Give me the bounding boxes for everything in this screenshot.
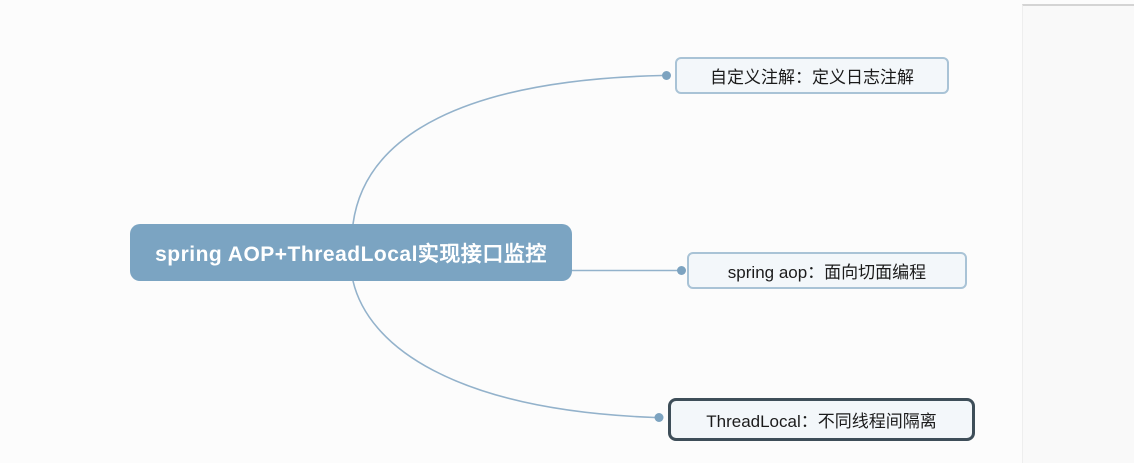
mindmap-node-annotation[interactable]: 自定义注解：定义日志注解 — [675, 57, 949, 94]
root-node-label: spring AOP+ThreadLocal实现接口监控 — [155, 242, 547, 266]
mindmap-node-spring-aop[interactable]: spring aop：面向切面编程 — [687, 252, 967, 289]
node-label: ThreadLocal：不同线程间隔离 — [706, 412, 937, 431]
connector-curve-bottom — [352, 280, 656, 419]
mindmap-node-threadlocal[interactable]: ThreadLocal：不同线程间隔离 — [668, 398, 975, 441]
side-panel-edge — [1022, 4, 1134, 463]
connector-dot — [654, 413, 664, 422]
mindmap-root-node[interactable]: spring AOP+ThreadLocal实现接口监控 — [130, 224, 572, 281]
connector-dot — [662, 71, 671, 80]
node-label: spring aop：面向切面编程 — [727, 263, 927, 282]
connector-dot — [677, 266, 686, 275]
node-label: 自定义注解：定义日志注解 — [710, 68, 914, 87]
connector-curve-top — [352, 74, 663, 225]
